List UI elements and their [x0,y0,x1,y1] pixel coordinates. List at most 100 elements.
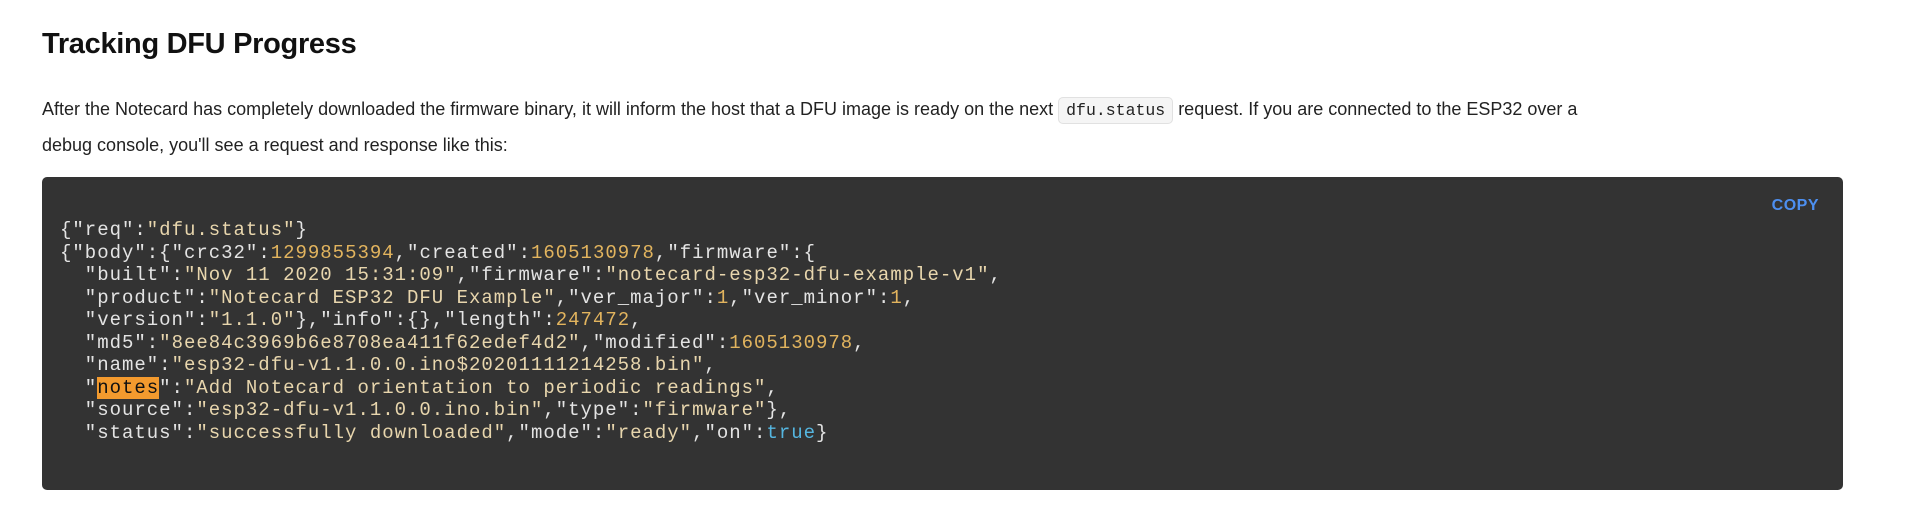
json-key: "firmware" [468,264,593,286]
code-punctuation: : [630,399,643,421]
paragraph-text: debug console, you'll see a request and … [42,135,508,155]
code-punctuation: : [592,421,606,444]
section-heading: Tracking DFU Progress [42,28,357,60]
code-punctuation: { [60,241,73,264]
paragraph-text: request. If you are connected to the ESP… [1173,99,1578,119]
code-punctuation: } [295,219,308,241]
code-line: "built":"Nov 11 2020 15:31:09","firmware… [60,264,1002,286]
code-punctuation: , [989,264,1002,286]
json-string: "esp32-dfu-v1.1.0.0.ino$20201111214258.b… [171,354,705,376]
code-punctuation: : [592,264,606,286]
code-punctuation: : [183,421,197,444]
code-punctuation [60,309,85,331]
code-line: "product":"Notecard ESP32 DFU Example","… [60,287,915,309]
json-string: "8ee84c3969b6e8708ea411f62edef4d2" [159,331,581,354]
code-line: {"body":{"crc32":1299855394,"created":16… [60,242,816,264]
code-line: "status":"successfully downloaded","mode… [60,422,828,444]
code-punctuation: : [754,421,767,444]
code-punctuation: , [902,286,916,309]
json-key: "type" [555,399,631,421]
code-line: "notes":"Add Notecard orientation to per… [60,376,779,399]
json-key: "modified" [592,331,717,354]
json-key: "built" [84,264,172,286]
json-key: "firmware" [667,241,792,264]
code-punctuation: : [159,354,172,376]
code-punctuation [60,332,85,354]
json-key: "name" [84,354,160,376]
code-punctuation: , [394,241,408,264]
code-punctuation [60,264,85,286]
code-punctuation: : [183,399,197,421]
code-punctuation: , [654,241,668,264]
code-punctuation: :{}, [394,309,445,331]
json-string: "Add Notecard orientation to periodic re… [183,376,767,399]
json-key: "status" [84,421,184,444]
code-block: COPY {"req":"dfu.status"} {"body":{"crc3… [42,177,1843,490]
code-punctuation: : [146,331,160,354]
code-punctuation: : [518,241,531,264]
code-punctuation: , [580,331,593,354]
code-line: {"req":"dfu.status"} [60,219,308,241]
json-boolean: true [766,421,817,444]
json-string: "successfully downloaded" [196,421,507,444]
json-string: "1.1.0" [208,309,296,331]
code-punctuation: , [692,421,705,444]
json-string: "Nov 11 2020 15:31:09" [183,264,457,286]
code-punctuation: :{ [146,241,172,264]
json-number: 1 [716,286,730,309]
code-punctuation: : [704,286,717,309]
json-key: "product" [84,286,197,309]
code-punctuation: :{ [791,241,817,264]
code-punctuation: } [816,421,829,444]
json-key: "req" [72,219,135,241]
copy-button[interactable]: COPY [1771,197,1819,214]
json-string: "dfu.status" [146,219,296,241]
json-key: "ver_minor" [741,286,878,309]
json-number: 1605130978 [729,331,854,354]
code-punctuation: , [456,264,469,286]
code-punctuation: : [258,241,271,264]
code-punctuation: : [877,286,891,309]
json-key: "body" [72,241,147,264]
json-number: 1 [890,286,903,309]
code-punctuation: , [630,309,643,331]
code-punctuation: : [196,309,209,331]
code-punctuation: : [196,286,209,309]
code-punctuation: : [543,309,556,331]
json-key: "on" [704,421,755,444]
json-key: "crc32" [171,241,259,264]
json-key: "created" [407,241,519,264]
code-punctuation: : [171,264,184,286]
json-number: 247472 [555,309,631,331]
paragraph-text: After the Notecard has completely downlo… [42,99,1059,119]
json-key: "info" [320,309,395,331]
code-line: "md5":"8ee84c3969b6e8708ea411f62edef4d2"… [60,332,866,354]
json-key: "length" [444,309,544,331]
json-string: "ready" [605,421,693,444]
json-string: "esp32-dfu-v1.1.0.0.ino.bin" [196,399,544,421]
json-key: "mode" [518,421,593,444]
code-punctuation: , [704,354,717,376]
code-punctuation: }, [295,309,321,331]
json-key: "source" [84,399,184,421]
code-punctuation: , [506,421,519,444]
code-punctuation: }, [766,399,792,421]
code-punctuation [60,399,85,421]
json-key: "ver_major" [568,286,705,309]
code-punctuation: { [60,219,73,241]
code-punctuation [60,354,85,376]
code-content: {"req":"dfu.status"} {"body":{"crc32":12… [60,219,1002,444]
code-punctuation: , [853,331,866,354]
code-line: "version":"1.1.0"},"info":{},"length":24… [60,309,643,331]
code-punctuation [60,422,85,444]
code-line: "source":"esp32-dfu-v1.1.0.0.ino.bin","t… [60,399,791,421]
code-punctuation: : [716,331,730,354]
intro-paragraph: After the Notecard has completely downlo… [42,92,1577,163]
code-punctuation [60,287,85,309]
code-punctuation: ": [159,376,184,399]
json-string: "notecard-esp32-dfu-example-v1" [605,264,990,286]
json-number: 1299855394 [270,241,395,264]
code-punctuation: , [766,376,779,399]
inline-code-dfu-status: dfu.status [1058,97,1174,124]
json-string: "Notecard ESP32 DFU Example" [208,286,556,309]
